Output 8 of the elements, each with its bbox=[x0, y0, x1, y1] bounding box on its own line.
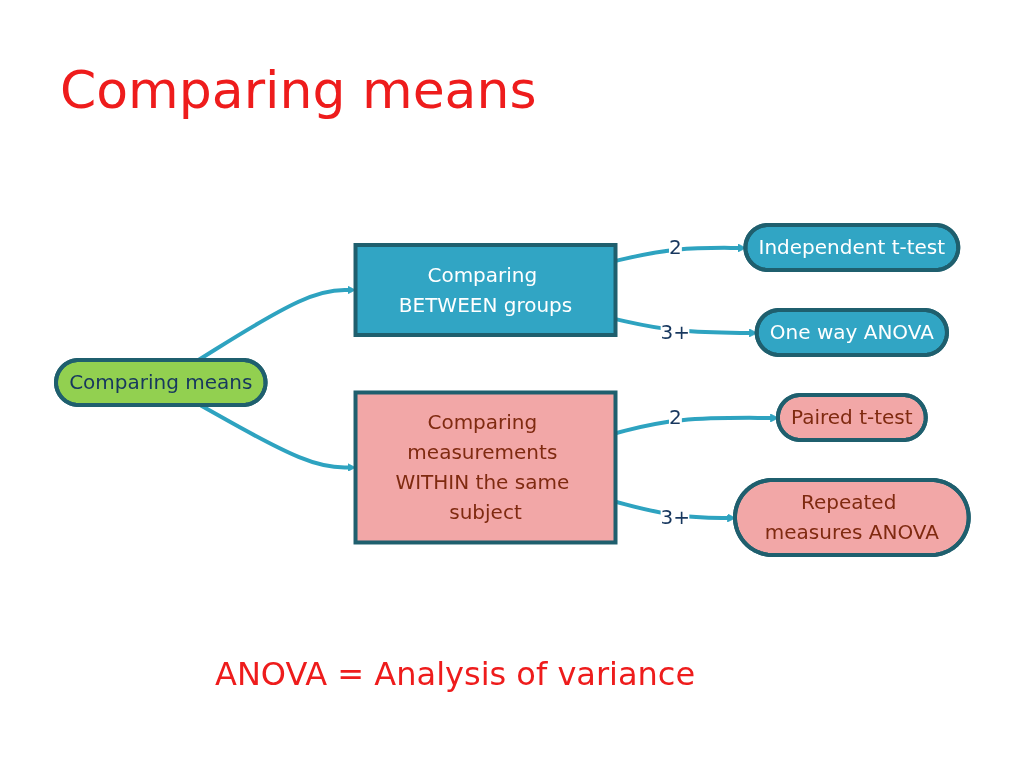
edge-label: 3+ bbox=[660, 320, 690, 345]
note-text: ANOVA = Analysis of variance bbox=[215, 655, 696, 693]
edge-label: 2 bbox=[668, 235, 682, 260]
node-box: Comparing measurements WITHIN the same subject bbox=[353, 390, 618, 545]
title: Comparing means bbox=[60, 60, 537, 120]
edge-label: 3+ bbox=[660, 505, 690, 530]
node-box: Comparing BETWEEN groups bbox=[353, 243, 618, 337]
edge-label: 2 bbox=[668, 405, 682, 430]
